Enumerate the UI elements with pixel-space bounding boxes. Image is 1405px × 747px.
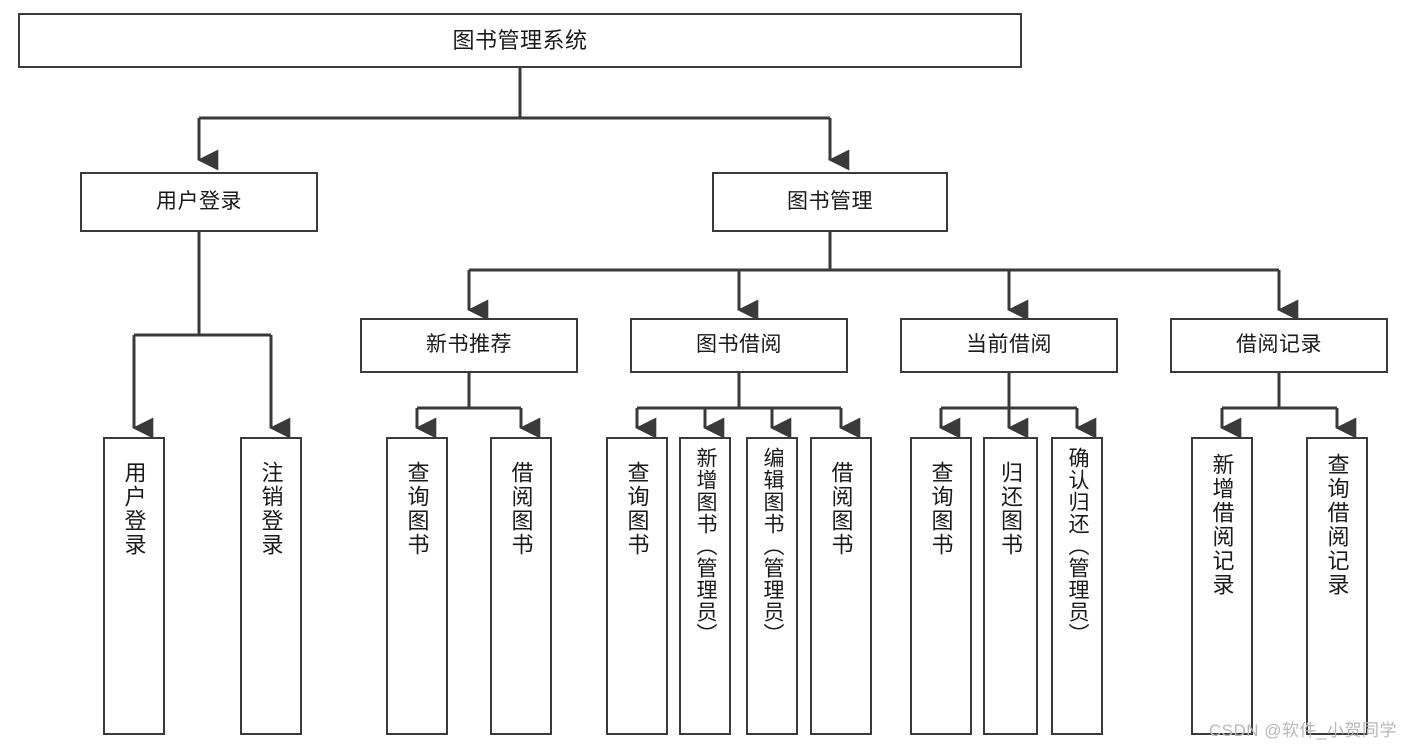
node-label: 查询借阅记录 — [1324, 453, 1350, 597]
node-label: 图书借阅 — [696, 333, 782, 357]
leaf-borrow-record-query[interactable]: 查询借阅记录 — [1306, 437, 1368, 735]
leaf-book-borrow-edit-admin[interactable]: 编辑图书（管理员） — [746, 437, 798, 735]
watermark: CSDN @软件_小贺同学 — [1208, 721, 1397, 740]
node-borrow-record[interactable]: 借阅记录 — [1170, 318, 1388, 373]
leaf-user-login-logout[interactable]: 注销登录 — [240, 437, 302, 735]
node-label: 新增图书（管理员） — [694, 447, 718, 645]
leaf-current-borrow-confirm-admin[interactable]: 确认归还（管理员） — [1051, 437, 1103, 735]
node-label: 注销登录 — [258, 461, 284, 557]
leaf-book-borrow-add-admin[interactable]: 新增图书（管理员） — [679, 437, 731, 735]
node-label: 借阅图书 — [508, 461, 534, 557]
node-book-management[interactable]: 图书管理 — [712, 172, 948, 232]
node-label: 图书管理 — [787, 189, 873, 213]
node-label: 查询图书 — [928, 461, 954, 557]
node-label: 图书管理系统 — [452, 27, 588, 53]
node-label: 新增借阅记录 — [1209, 453, 1235, 597]
node-label: 查询图书 — [624, 461, 650, 557]
leaf-current-borrow-query[interactable]: 查询图书 — [910, 437, 972, 735]
leaf-new-book-query[interactable]: 查询图书 — [386, 437, 448, 735]
node-current-borrow[interactable]: 当前借阅 — [900, 318, 1118, 373]
node-label: 用户登录 — [156, 189, 242, 213]
node-new-book-recommend[interactable]: 新书推荐 — [360, 318, 578, 373]
node-book-borrow[interactable]: 图书借阅 — [630, 318, 848, 373]
node-root-system[interactable]: 图书管理系统 — [18, 13, 1022, 68]
leaf-current-borrow-return[interactable]: 归还图书 — [983, 437, 1038, 735]
leaf-book-borrow-borrow[interactable]: 借阅图书 — [810, 437, 872, 735]
leaf-user-login-login[interactable]: 用户登录 — [103, 437, 165, 735]
node-label: 确认归还（管理员） — [1066, 447, 1090, 645]
node-label: 用户登录 — [121, 461, 147, 557]
leaf-new-book-borrow[interactable]: 借阅图书 — [490, 437, 552, 735]
node-label: 借阅记录 — [1236, 333, 1322, 357]
node-label: 新书推荐 — [426, 333, 512, 357]
node-label: 借阅图书 — [828, 461, 854, 557]
leaf-borrow-record-add[interactable]: 新增借阅记录 — [1191, 437, 1253, 735]
leaf-book-borrow-query[interactable]: 查询图书 — [606, 437, 668, 735]
node-user-login[interactable]: 用户登录 — [80, 172, 318, 232]
node-label: 归还图书 — [998, 461, 1024, 557]
node-label: 查询图书 — [404, 461, 430, 557]
node-label: 当前借阅 — [966, 333, 1052, 357]
node-label: 编辑图书（管理员） — [761, 447, 785, 645]
